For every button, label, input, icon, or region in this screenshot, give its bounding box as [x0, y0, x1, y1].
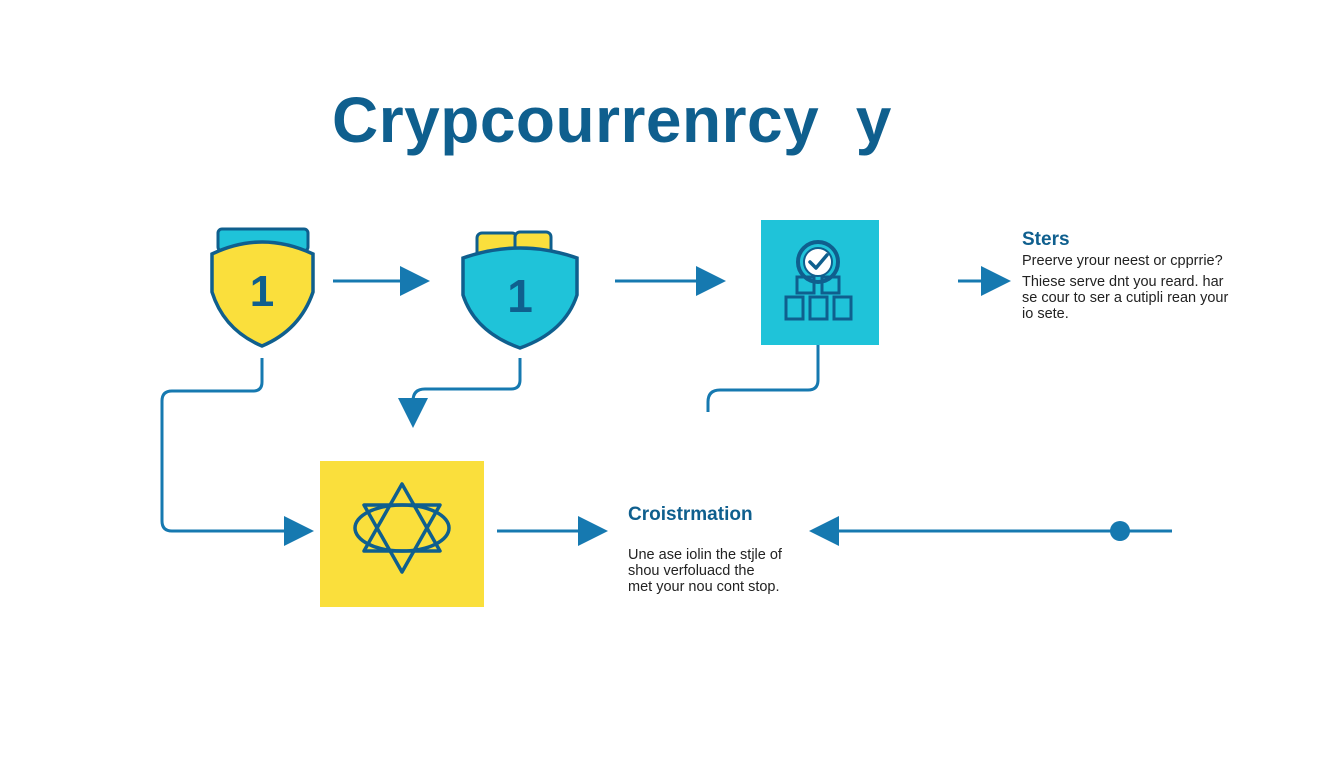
- network-star-icon: [320, 461, 484, 607]
- shield-coins-icon: 1: [461, 230, 579, 350]
- transformation-line: Une ase iolin the stjle of: [628, 547, 782, 563]
- shield-wallet-icon: 1: [210, 227, 315, 348]
- steps-line: Preerve yrour neest or cpprrie?: [1022, 253, 1223, 269]
- steps-heading: Sters: [1022, 229, 1070, 250]
- blockchain-check-icon: [761, 220, 879, 345]
- steps-line: Thiese serve dnt you reard. har: [1022, 274, 1224, 290]
- connector-blocks-down: [706, 345, 820, 412]
- transformation-line: met your nou cont stop.: [628, 579, 780, 595]
- shield-1-label: 1: [250, 267, 274, 316]
- connector-shield2-down: [398, 358, 522, 428]
- diagram-title: Crypcourrenrcy y: [332, 84, 892, 156]
- transformation-heading: Croistrmation: [628, 504, 753, 525]
- steps-line: io sete.: [1022, 306, 1069, 322]
- steps-line: se cour to ser a cutipli rean your: [1022, 290, 1229, 306]
- connector-dot: [1110, 521, 1130, 541]
- shield-2-label: 1: [507, 270, 533, 322]
- connector-shield1-to-network: [160, 358, 314, 546]
- transformation-line: shou verfoluacd the: [628, 563, 755, 579]
